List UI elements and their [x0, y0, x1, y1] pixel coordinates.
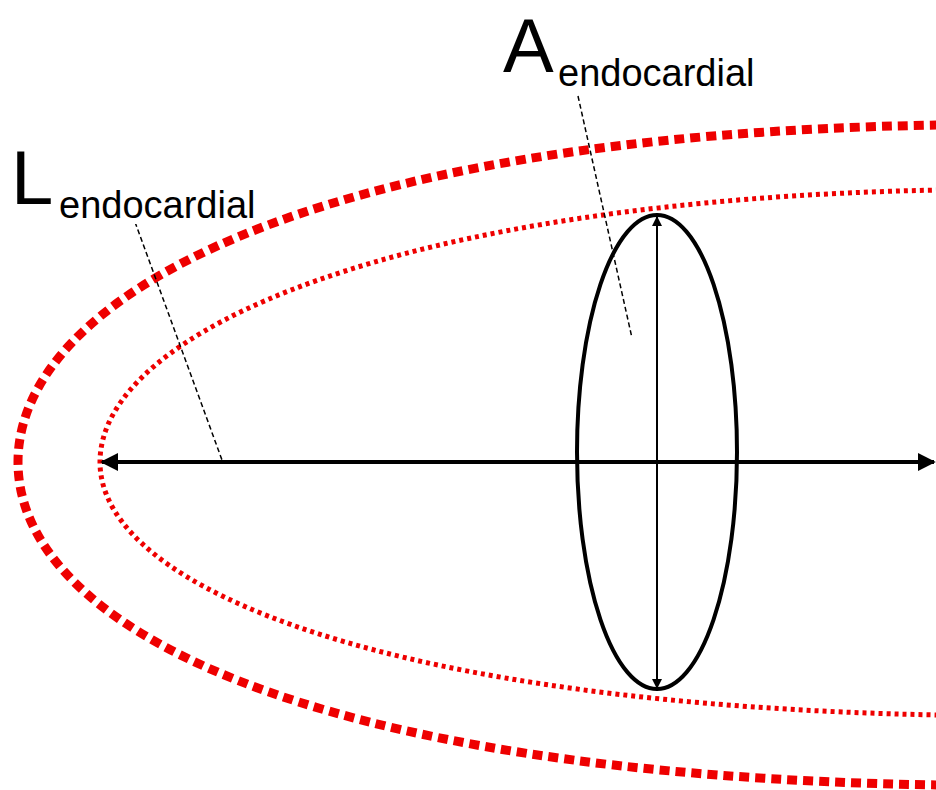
short-axis-arrow — [656, 217, 658, 688]
leader-line — [135, 222, 222, 460]
length-symbol: L — [10, 140, 54, 216]
long-axis-arrow — [102, 460, 934, 464]
area-subscript: endocardial — [557, 54, 755, 92]
endocardial-outline — [100, 190, 936, 715]
leader-line — [578, 96, 632, 338]
area-symbol: A — [502, 8, 555, 84]
epicardial-outline — [18, 125, 936, 785]
cross-section-ellipse — [577, 215, 737, 689]
length-subscript: endocardial — [58, 186, 256, 224]
